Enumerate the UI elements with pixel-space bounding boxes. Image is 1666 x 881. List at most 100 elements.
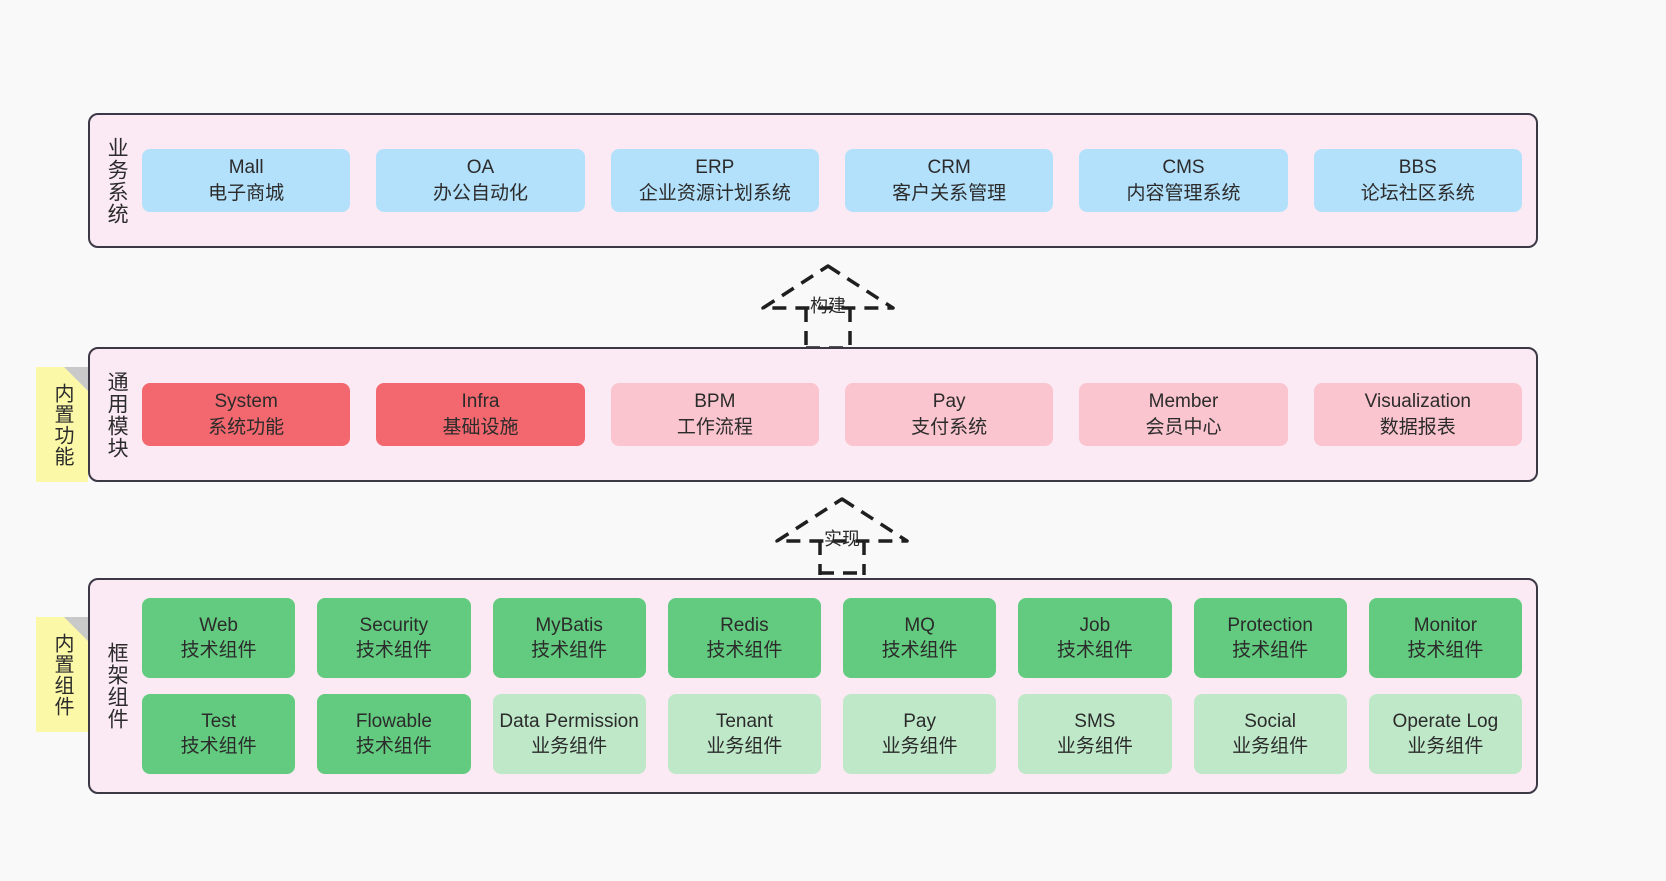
card-title: Job xyxy=(1079,614,1111,636)
card-subtitle: 业务组件 xyxy=(881,736,958,757)
card-security[interactable]: Security 技术组件 xyxy=(317,598,471,678)
card-system[interactable]: System 系统功能 xyxy=(142,383,351,446)
card-subtitle: 内容管理系统 xyxy=(1126,182,1241,204)
connector-build: 构建 xyxy=(758,262,898,350)
card-title: Infra xyxy=(461,391,500,413)
card-web[interactable]: Web 技术组件 xyxy=(142,598,296,678)
layer-title-common-modules: 通用模块 xyxy=(105,370,129,459)
card-subtitle: 技术组件 xyxy=(531,640,608,661)
card-subtitle: 技术组件 xyxy=(180,736,257,757)
card-data-permission[interactable]: Data Permission 业务组件 xyxy=(492,694,646,774)
card-erp[interactable]: ERP 企业资源计划系统 xyxy=(610,149,819,212)
card-social[interactable]: Social 业务组件 xyxy=(1193,694,1347,774)
card-mq[interactable]: MQ 技术组件 xyxy=(843,598,997,678)
card-protection[interactable]: Protection 技术组件 xyxy=(1193,598,1347,678)
sticky-note-label: 内置功能 xyxy=(51,382,73,467)
card-subtitle: 业务组件 xyxy=(706,736,783,757)
card-subtitle: 论坛社区系统 xyxy=(1360,182,1475,204)
folded-corner-icon xyxy=(64,617,88,641)
card-member[interactable]: Member 会员中心 xyxy=(1079,383,1288,446)
card-title: Tenant xyxy=(715,710,773,732)
card-title: Data Permission xyxy=(499,710,639,732)
card-row: Web 技术组件 Security 技术组件 MyBatis 技术组件 Redi… xyxy=(142,598,1522,678)
card-title: Mall xyxy=(228,157,264,179)
card-bpm[interactable]: BPM 工作流程 xyxy=(610,383,819,446)
card-subtitle: 业务组件 xyxy=(1232,736,1309,757)
card-job[interactable]: Job 技术组件 xyxy=(1018,598,1172,678)
card-oa[interactable]: OA 办公自动化 xyxy=(376,149,585,212)
card-subtitle: 企业资源计划系统 xyxy=(638,182,791,204)
card-cms[interactable]: CMS 内容管理系统 xyxy=(1079,149,1288,212)
card-title: Monitor xyxy=(1413,614,1478,636)
card-title: Operate Log xyxy=(1392,710,1499,732)
card-subtitle: 业务组件 xyxy=(1056,736,1133,757)
card-title: Security xyxy=(359,614,429,636)
card-visualization[interactable]: Visualization 数据报表 xyxy=(1313,383,1522,446)
layer-title-business-systems: 业务系统 xyxy=(105,136,129,225)
card-crm[interactable]: CRM 客户关系管理 xyxy=(844,149,1054,212)
card-monitor[interactable]: Monitor 技术组件 xyxy=(1368,598,1522,678)
card-subtitle: 会员中心 xyxy=(1145,416,1222,438)
card-subtitle: 电子商城 xyxy=(208,182,285,204)
connector-implement: 实现 xyxy=(772,495,912,575)
card-title: Web xyxy=(199,614,238,636)
card-title: Flowable xyxy=(355,710,432,732)
card-subtitle: 技术组件 xyxy=(355,736,432,757)
card-subtitle: 业务组件 xyxy=(1407,736,1484,757)
card-subtitle: 办公自动化 xyxy=(432,182,528,204)
sticky-note-builtin-components: 内置组件 xyxy=(36,617,88,732)
card-subtitle: 技术组件 xyxy=(1056,640,1133,661)
layer-body-business-systems: Mall 电子商城 OA 办公自动化 ERP 企业资源计划系统 CRM 客户关系… xyxy=(142,115,1536,246)
card-flowable[interactable]: Flowable 技术组件 xyxy=(317,694,471,774)
card-subtitle: 技术组件 xyxy=(881,640,958,661)
card-title: Visualization xyxy=(1364,391,1471,413)
card-title: MQ xyxy=(904,614,935,636)
card-subtitle: 客户关系管理 xyxy=(892,182,1007,204)
connector-implement-label: 实现 xyxy=(824,529,860,549)
sticky-note-builtin-functions: 内置功能 xyxy=(36,367,88,482)
card-row: System 系统功能 Infra 基础设施 BPM 工作流程 Pay 支付系统… xyxy=(142,383,1522,446)
card-subtitle: 系统功能 xyxy=(208,416,285,438)
card-title: Test xyxy=(201,710,237,732)
card-subtitle: 技术组件 xyxy=(1232,640,1309,661)
card-title: CRM xyxy=(927,157,971,179)
card-title: Member xyxy=(1148,391,1219,413)
card-infra[interactable]: Infra 基础设施 xyxy=(376,383,585,446)
card-pay[interactable]: Pay 支付系统 xyxy=(844,383,1054,446)
layer-business-systems: 业务系统 Mall 电子商城 OA 办公自动化 ERP 企业资源计划系统 CRM… xyxy=(88,113,1538,248)
card-title: OA xyxy=(466,157,495,179)
card-title: Protection xyxy=(1227,614,1313,636)
card-title: MyBatis xyxy=(535,614,603,636)
layer-framework-components: 框架组件 Web 技术组件 Security 技术组件 MyBatis 技术组件… xyxy=(88,578,1538,794)
card-subtitle: 工作流程 xyxy=(676,416,753,438)
card-pay-business[interactable]: Pay 业务组件 xyxy=(843,694,997,774)
card-subtitle: 业务组件 xyxy=(531,736,608,757)
card-operate-log[interactable]: Operate Log 业务组件 xyxy=(1368,694,1522,774)
card-subtitle: 技术组件 xyxy=(355,640,432,661)
card-mybatis[interactable]: MyBatis 技术组件 xyxy=(492,598,646,678)
card-subtitle: 基础设施 xyxy=(442,416,519,438)
card-subtitle: 技术组件 xyxy=(1407,640,1484,661)
layer-body-common-modules: System 系统功能 Infra 基础设施 BPM 工作流程 Pay 支付系统… xyxy=(142,349,1536,480)
card-mall[interactable]: Mall 电子商城 xyxy=(142,149,351,212)
card-row: Test 技术组件 Flowable 技术组件 Data Permission … xyxy=(142,694,1522,774)
card-row: Mall 电子商城 OA 办公自动化 ERP 企业资源计划系统 CRM 客户关系… xyxy=(142,149,1522,212)
card-sms[interactable]: SMS 业务组件 xyxy=(1018,694,1172,774)
card-redis[interactable]: Redis 技术组件 xyxy=(667,598,821,678)
card-test[interactable]: Test 技术组件 xyxy=(142,694,296,774)
card-subtitle: 技术组件 xyxy=(706,640,783,661)
card-title: ERP xyxy=(695,157,735,179)
card-title: Social xyxy=(1244,710,1296,732)
layer-body-framework-components: Web 技术组件 Security 技术组件 MyBatis 技术组件 Redi… xyxy=(142,580,1536,792)
card-title: Pay xyxy=(903,710,936,732)
card-title: Pay xyxy=(932,391,966,413)
card-title: System xyxy=(214,391,278,413)
card-title: SMS xyxy=(1074,710,1116,732)
card-title: BBS xyxy=(1398,157,1437,179)
card-subtitle: 数据报表 xyxy=(1379,416,1456,438)
layer-common-modules: 通用模块 System 系统功能 Infra 基础设施 BPM 工作流程 Pay… xyxy=(88,347,1538,482)
card-tenant[interactable]: Tenant 业务组件 xyxy=(667,694,821,774)
card-bbs[interactable]: BBS 论坛社区系统 xyxy=(1313,149,1522,212)
card-subtitle: 技术组件 xyxy=(180,640,257,661)
